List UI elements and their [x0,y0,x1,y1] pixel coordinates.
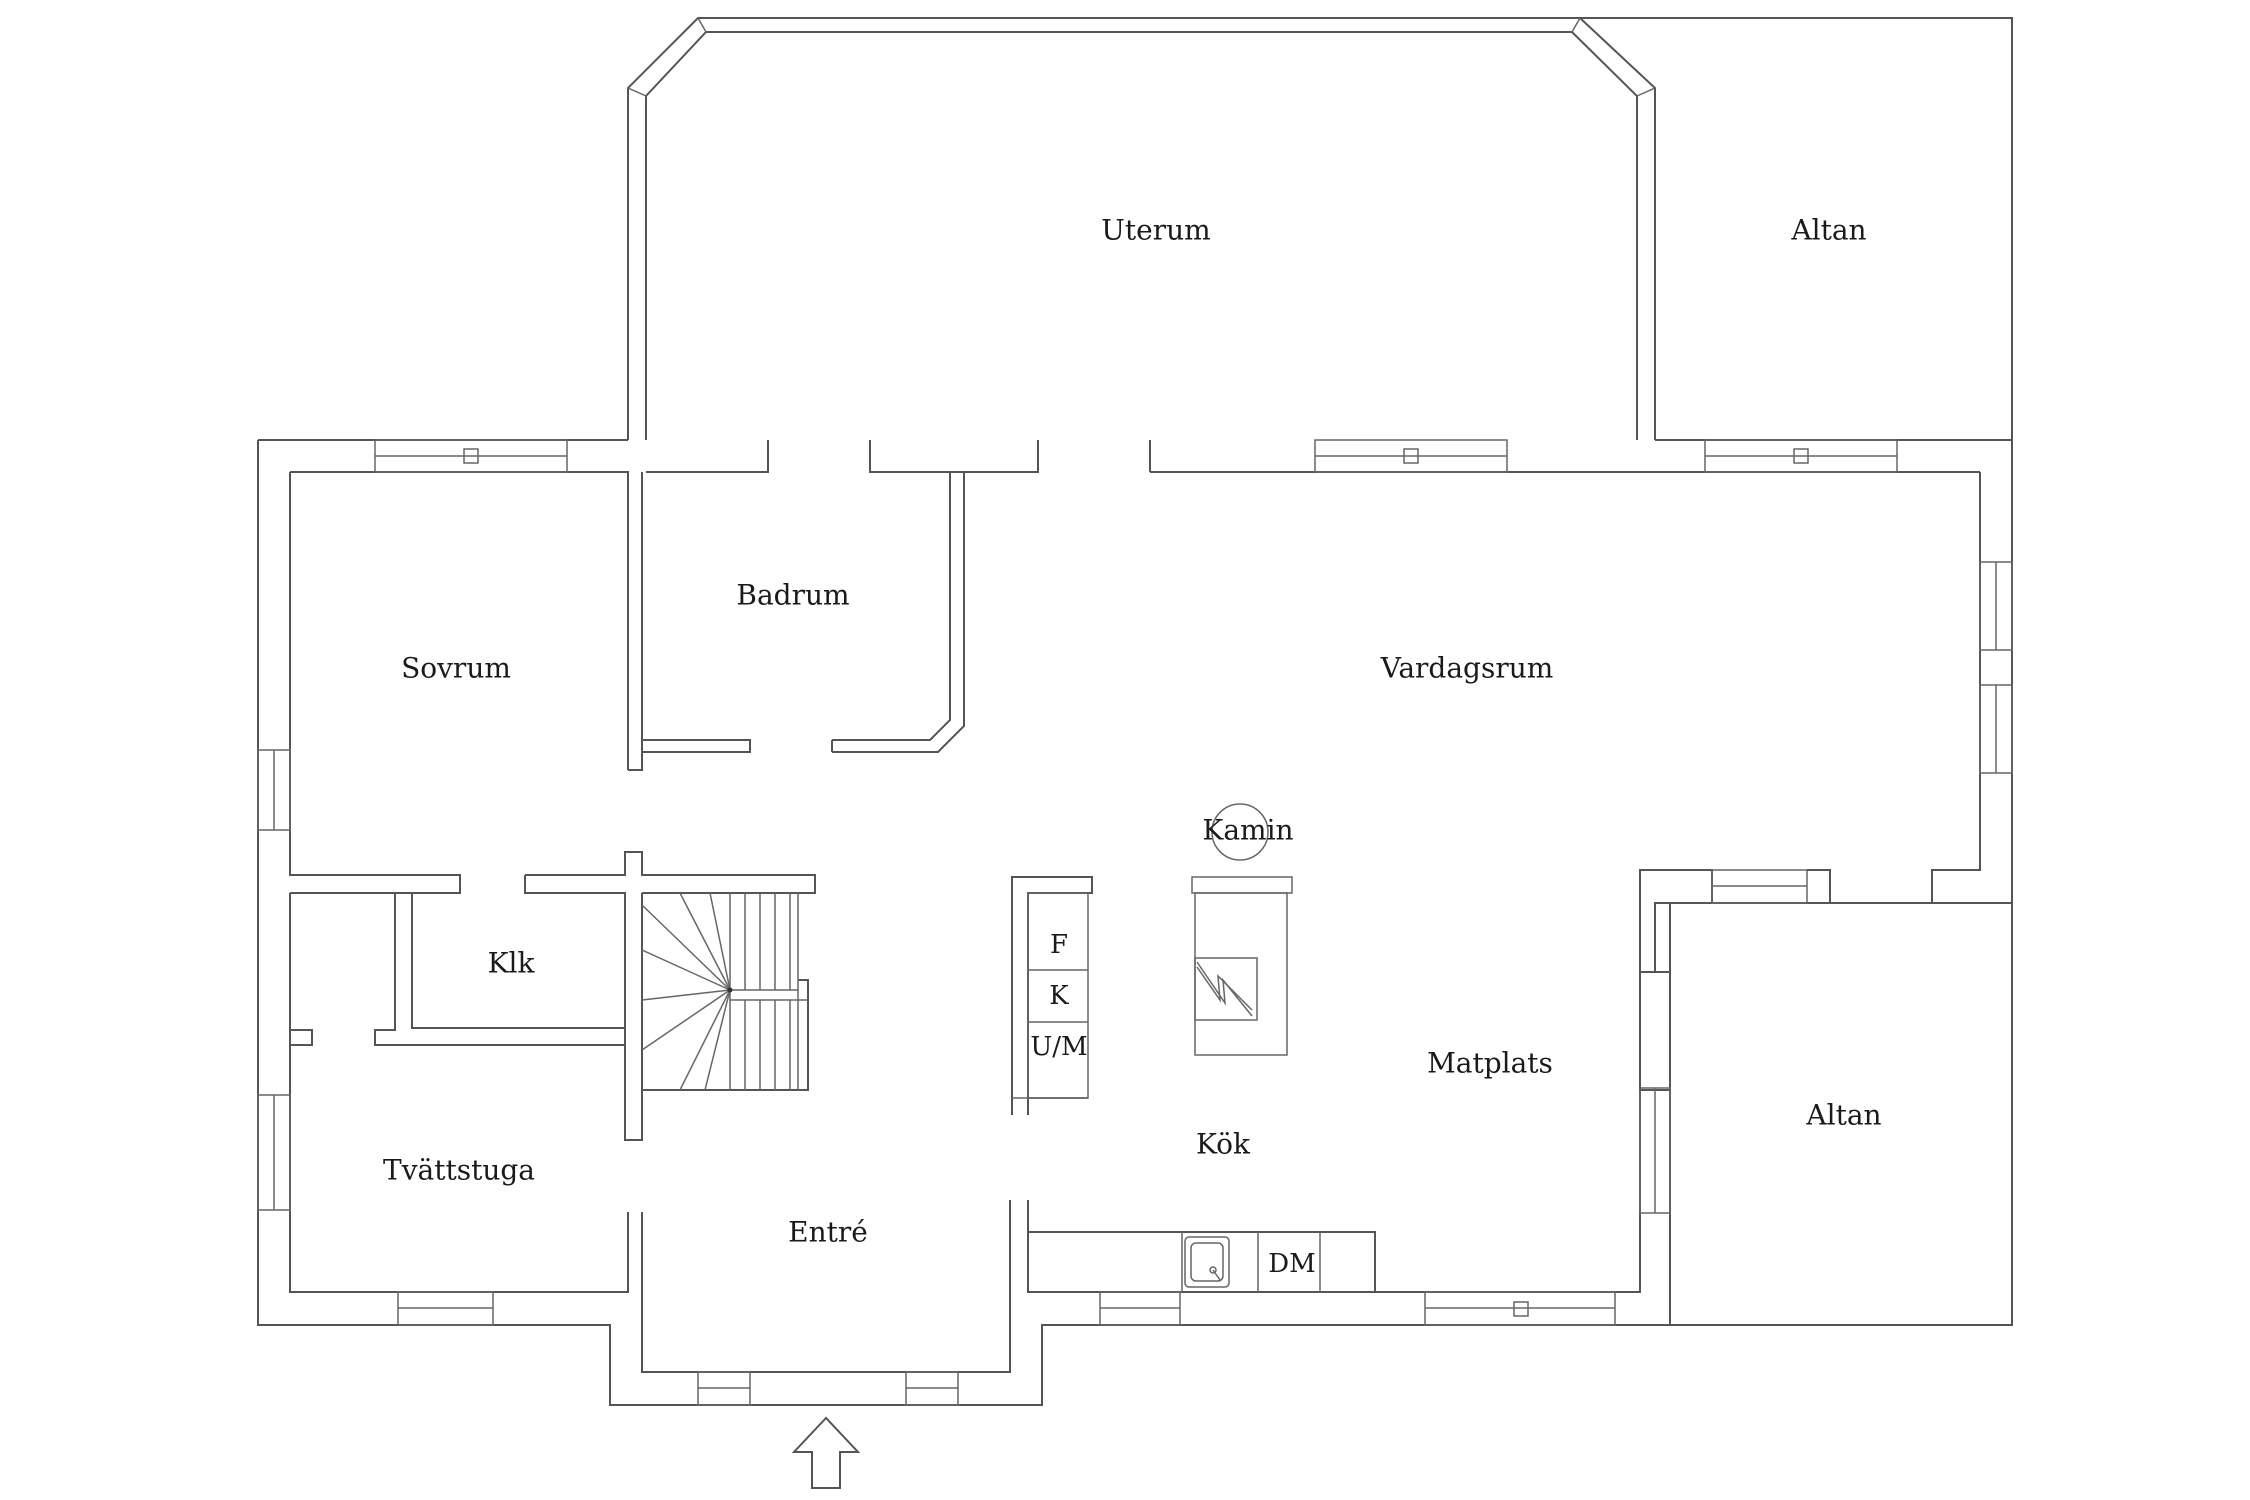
fixture-labels: F K U/M DM [1030,930,1315,1279]
room-label-tvattstuga: Tvättstuga [383,1154,535,1187]
badrum-walls [628,472,965,771]
entrance-arrow-icon [791,1416,861,1489]
staircase [641,892,809,1091]
room-label-klk: Klk [488,947,536,980]
windows-bottom [397,1291,1616,1406]
room-label-matplats: Matplats [1427,1047,1553,1080]
matplats-walls [1639,869,1831,1090]
room-label-entre: Entré [788,1216,868,1249]
windows-side [257,561,2013,1214]
room-label-uterum: Uterum [1101,214,1210,247]
fixture-label-um: U/M [1030,1032,1087,1062]
fixture-label-k: K [1049,981,1069,1011]
fireplace-icon [1196,803,1269,1017]
room-label-badrum: Badrum [736,579,849,612]
room-labels: Uterum Altan Badrum Sovrum Vardagsrum Ka… [383,214,1882,1249]
uterum-walls [627,17,1656,440]
room-label-kok: Kök [1196,1128,1251,1161]
room-label-altan-top: Altan [1790,214,1866,247]
left-rooms-walls [290,851,816,1141]
fixture-label-f: F [1050,930,1068,960]
kitchen-island [1191,876,1293,1056]
fixture-label-dm: DM [1268,1249,1315,1279]
room-label-kamin: Kamin [1202,814,1293,847]
outer-walls [257,439,2013,1406]
room-label-vardagsrum: Vardagsrum [1380,652,1554,685]
windows-top [374,439,1898,473]
kitchen-tall-cabinets [1011,876,1093,1115]
altan-top-outline [1580,17,2013,440]
room-label-altan-right: Altan [1805,1099,1881,1132]
sink-icon [1184,1236,1230,1288]
top-inner-wall-segments [646,440,1151,473]
room-label-sovrum: Sovrum [401,652,511,685]
kitchen-counter [1028,1231,1376,1292]
